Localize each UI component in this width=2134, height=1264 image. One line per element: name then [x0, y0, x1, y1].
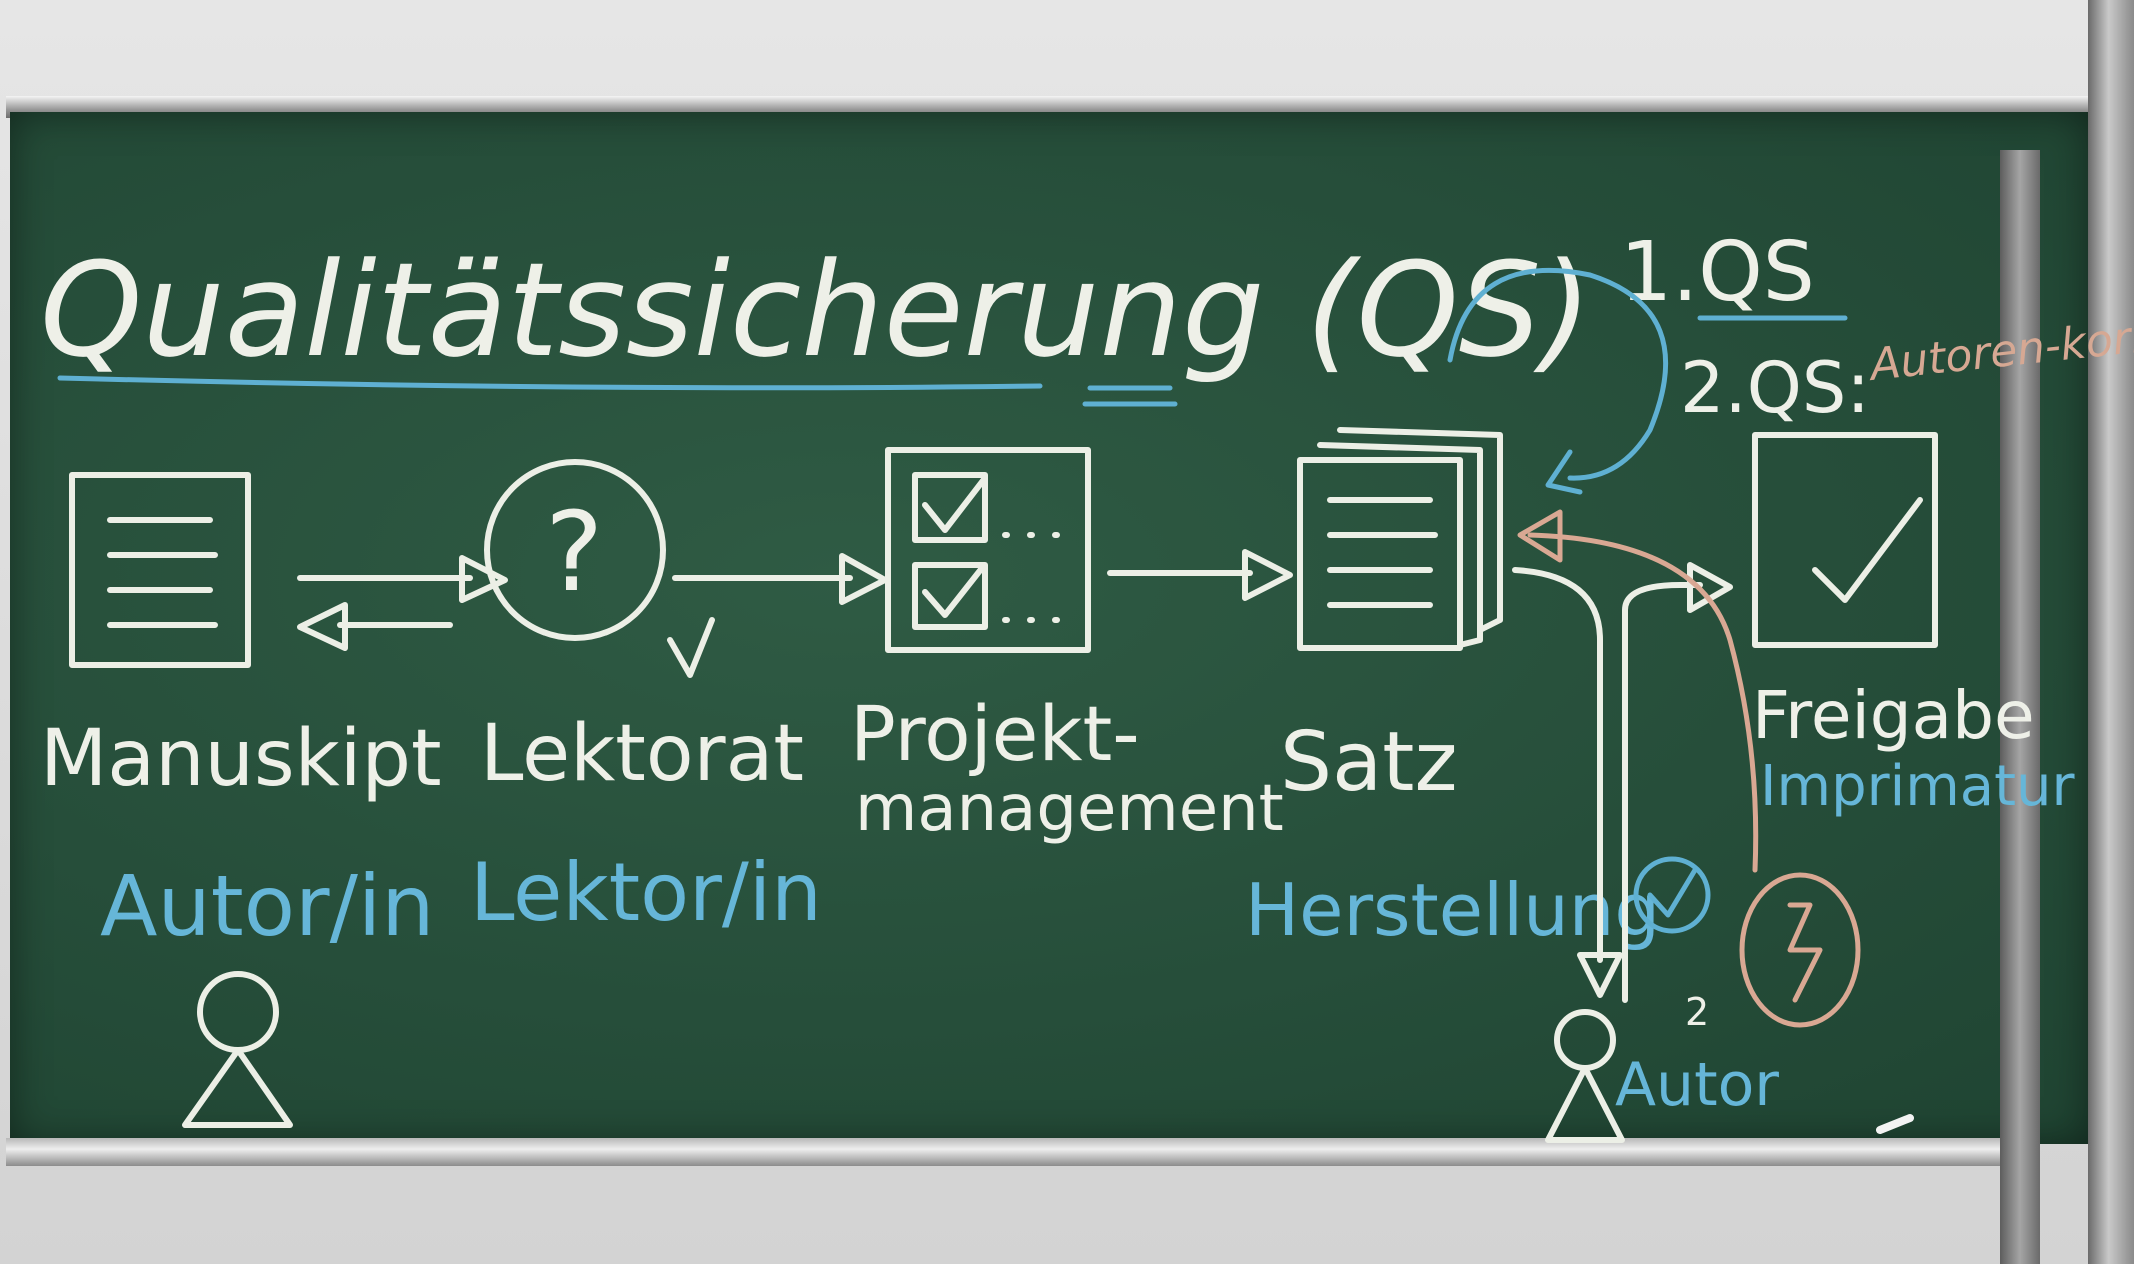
svg-text:?: ?: [545, 488, 603, 616]
stage-label-manuscript: Manuskipt: [40, 714, 442, 804]
qs-double-underline: [1082, 385, 1178, 407]
correction-feedback-arrow: [1527, 532, 1759, 873]
stage-role-manuscript: Autor/in: [100, 857, 434, 955]
qs-second-note: Autoren-korrektur: [1865, 299, 2134, 392]
qs-loop-arrow: [1447, 267, 1669, 481]
arrowhead-to-pm: [839, 553, 888, 605]
stage-label-lektorat: Lektorat: [480, 709, 804, 799]
author-person-icon-right: [1545, 1009, 1625, 1143]
author-number-label: 2: [1685, 990, 1709, 1034]
manuscript-icon: [69, 472, 251, 668]
diagram-title: Qualitätssicherung (QS): [40, 234, 1592, 386]
author-label: Autor: [1615, 1050, 1779, 1120]
correction-arrowhead: [1517, 509, 1563, 563]
chalk-tray: [6, 1138, 2006, 1166]
arrowhead-to-manuscript: [297, 602, 348, 651]
stage-role-satz: Herstellung: [1245, 868, 1660, 952]
stage-role-lektorat: Lektor/in: [470, 846, 822, 939]
checklist-icon: [885, 447, 1091, 653]
board-side-bar: [2000, 150, 2040, 1264]
author-person-icon-left: [182, 971, 293, 1128]
arrowhead-to-author: [1577, 952, 1623, 998]
title-underline: [57, 375, 1043, 391]
lektorat-question-icon: ?: [484, 459, 666, 641]
stage-label-pm-line2: management: [855, 772, 1284, 846]
board-right-frame: [2088, 0, 2134, 1264]
qs-loop-arrowhead: [1545, 449, 1583, 495]
typeset-pages-icon: [1297, 427, 1503, 651]
release-check-icon: [1752, 432, 1938, 648]
qs-first-label: 1.QS: [1620, 225, 1815, 320]
arrowhead-to-satz: [1242, 549, 1293, 601]
arrow-author-to-freigabe: [1622, 582, 1703, 1003]
chalk-piece: [1876, 1114, 1914, 1134]
stage-label-freigabe: Freigabe: [1752, 677, 2035, 754]
approved-check-icon: [1633, 856, 1711, 934]
stage-label-satz: Satz: [1280, 715, 1458, 810]
qs-second-label: 2.QS:: [1680, 347, 1870, 429]
arrow-satz-to-author: [1512, 567, 1603, 963]
stage-role-freigabe: Imprimatur: [1760, 754, 2076, 819]
lightning-icon: [1739, 872, 1861, 1028]
arrowhead-to-lektorat: [459, 555, 508, 603]
lektorat-checkmark-icon: [667, 617, 715, 678]
stage-label-pm-line1: Projekt-: [850, 689, 1140, 778]
